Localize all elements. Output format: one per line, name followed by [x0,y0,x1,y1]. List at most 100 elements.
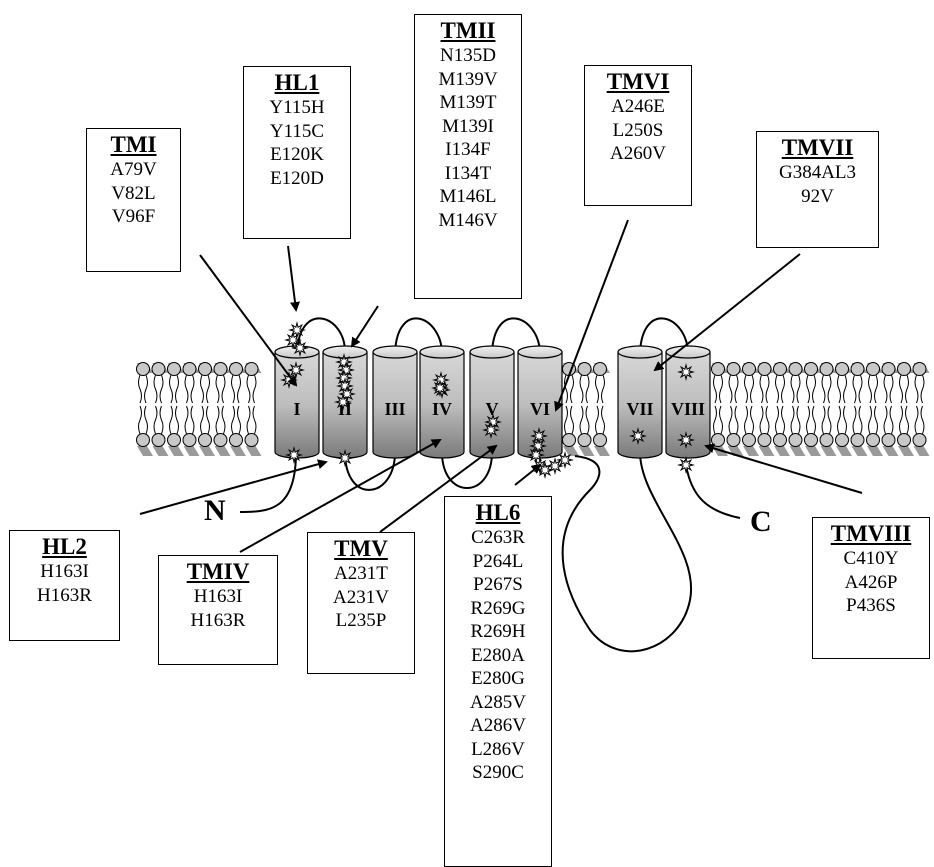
lipid-tail [797,375,800,403]
lipid-tail [782,406,785,434]
tmvi-mutation: L250S [585,119,691,143]
lipid-head [789,363,802,376]
mutation-star [679,433,693,447]
lipid-tail [232,406,235,434]
tmiv-title: TMIV [159,558,277,585]
lipid-tail [238,406,241,434]
hl1-mutation: E120D [244,167,350,191]
tmv-mutation: L235P [308,609,414,633]
lipid-tail [745,406,748,434]
lipid-tail [586,406,589,434]
lipid-shadow [821,446,837,456]
lipid-tail [915,375,918,403]
lipid-head [578,434,591,447]
lipid-tail [735,406,738,434]
lipid-head [820,434,833,447]
mutation-star [631,429,645,443]
tmiv-mutation: H163R [159,609,277,633]
lipid-tail [900,406,903,434]
pointer-arrow [655,254,800,370]
lipid-tail [844,375,847,403]
lipid-tail [154,406,157,434]
helix-III: III [373,346,417,458]
lipid-tail [247,406,250,434]
lipid-tail [859,406,862,434]
lipid-tail [720,406,723,434]
mutation-star [548,459,562,473]
lipid-head [563,434,576,447]
tmii-mutation: I134T [415,162,521,186]
lipid-tail [921,375,924,403]
helix-VI: VI [518,346,562,458]
lipid-tail [191,406,194,434]
loop-line [685,460,740,518]
lipid-shadow [168,446,184,456]
mutation-star [679,365,693,379]
lipid-tail [238,375,241,403]
lipid-tail [853,406,856,434]
box-tmiv: TMIVH163IH163R [158,555,278,665]
tmii-mutation: M146V [415,209,521,233]
lipid-tail [751,375,754,403]
helix-IV: IV [420,346,464,458]
lipid-tail [191,375,194,403]
lipid-tail [807,406,810,434]
lipid-head [898,363,911,376]
lipid-tail [869,406,872,434]
lipid-head [594,434,607,447]
tmii-mutation: M146L [415,185,521,209]
lipid-tail [602,375,605,403]
lipid-shadow [914,446,930,456]
lipid-head [727,434,740,447]
hl6-mutation: E280A [445,644,551,668]
tmvi-mutation: A260V [585,142,691,166]
lipid-tail [720,375,723,403]
lipid-tail [201,406,204,434]
lipid-tail [776,406,779,434]
helix-label: VIII [671,399,705,419]
mutation-star [484,423,498,437]
tmv-title: TMV [308,535,414,562]
lipid-head [882,434,895,447]
hl6-title: HL6 [445,499,551,526]
tmi-mutation: V82L [87,182,180,206]
mutation-star [287,448,301,462]
lipid-head [882,363,895,376]
hl6-mutation: S290C [445,761,551,785]
helix-label: VI [530,399,550,419]
lipid-tail [751,406,754,434]
lipid-tail [207,375,210,403]
lipid-shadow [774,446,790,456]
lipid-tail [586,375,589,403]
pointer-arrow [352,306,378,346]
lipid-shadow [790,446,806,456]
lipid-tail [782,375,785,403]
lipid-tail [596,375,599,403]
hl6-mutation: C263R [445,526,551,550]
lipid-tail [185,406,188,434]
hl6-mutation: E280G [445,667,551,691]
tmv-mutation: A231V [308,586,414,610]
lipid-tail [253,406,256,434]
lipid-head [867,434,880,447]
lipid-head [137,434,150,447]
box-tmi: TMIA79VV82LV96F [86,128,181,272]
lipid-head [578,363,591,376]
mutation-star [433,381,447,395]
lipid-tail [154,375,157,403]
tmii-mutation: M139I [415,115,521,139]
box-tmviii: TMVIIIC410YA426PP436S [812,517,930,659]
box-tmv: TMVA231TA231VL235P [307,532,415,674]
lipid-tail [853,375,856,403]
hl1-mutation: E120K [244,143,350,167]
helix-label: VII [626,399,653,419]
tmii-mutation: N135D [415,44,521,68]
hl2-title: HL2 [10,533,119,560]
lipid-head [805,434,818,447]
lipid-shadow [579,446,595,456]
lipid-head [199,434,212,447]
lipid-tail [844,406,847,434]
lipid-tail [766,406,769,434]
